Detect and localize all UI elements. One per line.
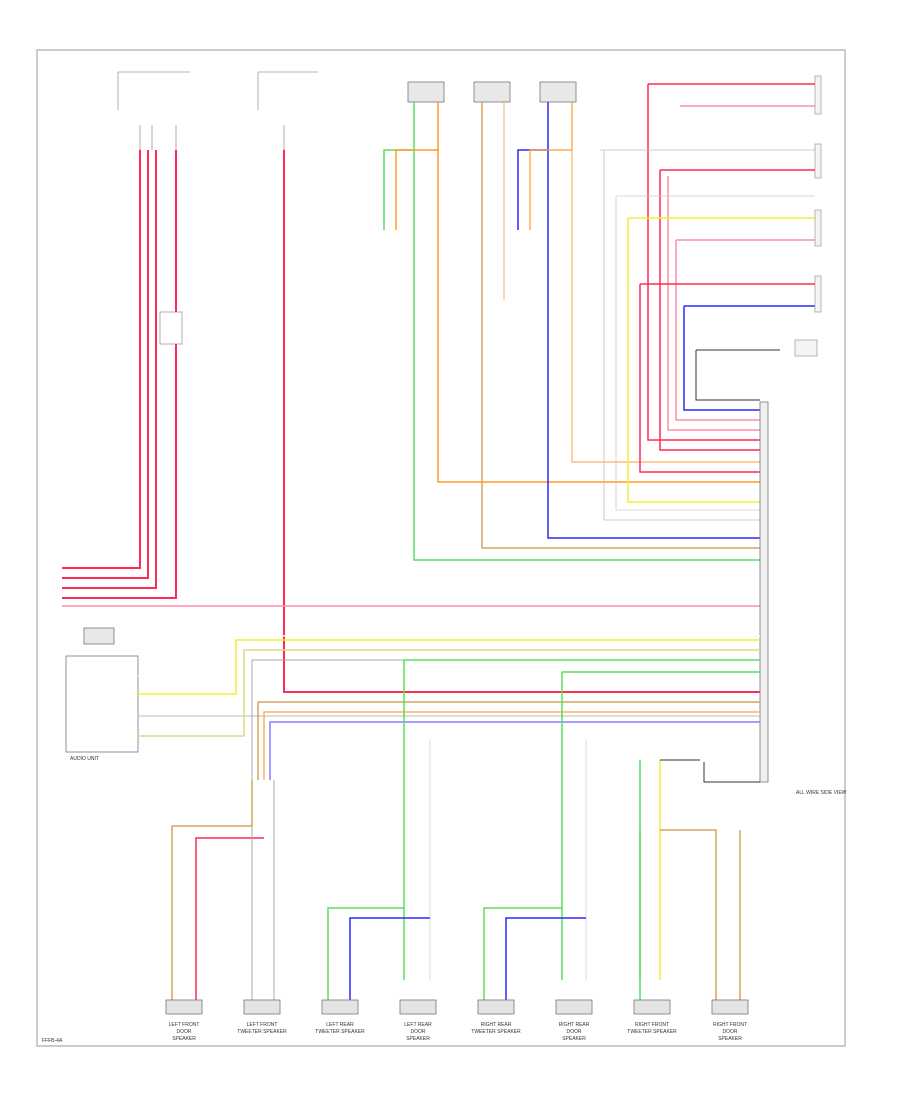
speaker-icon xyxy=(243,999,281,1015)
speaker-label: DOOR xyxy=(411,1029,426,1035)
blue-wire-b xyxy=(547,150,760,539)
orange-wire-c xyxy=(529,102,573,230)
speaker-label: DOOR xyxy=(723,1029,738,1035)
fuse-block-left xyxy=(117,71,318,345)
right-side-wires xyxy=(600,83,815,521)
speaker-icon xyxy=(477,999,515,1015)
radio-label: AUDIO UNIT xyxy=(70,756,99,762)
speaker-icon xyxy=(321,999,359,1015)
speaker-label: RIGHT FRONT xyxy=(713,1022,747,1028)
speaker-icon xyxy=(399,999,437,1015)
speaker-label: LEFT FRONT xyxy=(247,1022,278,1028)
right-connectors xyxy=(794,75,822,357)
blue-wire-a xyxy=(517,102,549,230)
speaker-label: SPEAKER xyxy=(172,1036,196,1042)
side-note: ALL WIRE SIDE VIEW xyxy=(796,790,847,796)
footer-code: FFFB-4A xyxy=(42,1038,63,1044)
audio-unit-connector xyxy=(759,401,769,783)
speaker-label: SPEAKER xyxy=(406,1036,430,1042)
green-wire-b xyxy=(413,150,760,561)
speaker-label: DOOR xyxy=(567,1029,582,1035)
orange-wire-a xyxy=(395,102,439,230)
speaker-icon xyxy=(633,999,671,1015)
orange-wire-d xyxy=(571,150,760,463)
speaker-icon xyxy=(165,999,203,1015)
speaker-label: RIGHT REAR xyxy=(481,1022,512,1028)
speaker-label: LEFT REAR xyxy=(326,1022,354,1028)
speaker-label: LEFT FRONT xyxy=(169,1022,200,1028)
speaker-label: RIGHT FRONT xyxy=(635,1022,669,1028)
speaker-icon xyxy=(555,999,593,1015)
orange-wire-b xyxy=(437,150,760,483)
speaker-label: DOOR xyxy=(177,1029,192,1035)
speaker-label: TWEETER SPEAKER xyxy=(315,1029,365,1035)
speaker-label: TWEETER SPEAKER xyxy=(627,1029,677,1035)
green-wire-a xyxy=(383,102,415,230)
radio-block xyxy=(65,627,139,753)
speaker-label: RIGHT REAR xyxy=(559,1022,590,1028)
top-speaker-1 xyxy=(407,81,577,103)
power-wires-left xyxy=(62,150,760,693)
bottom-speaker-leads xyxy=(171,780,741,1000)
diagram-frame xyxy=(36,49,846,1047)
speaker-label: SPEAKER xyxy=(562,1036,586,1042)
speaker-label: TWEETER SPEAKER xyxy=(237,1029,287,1035)
lower-center-wires xyxy=(138,635,760,980)
speaker-icon xyxy=(711,999,749,1015)
speaker-label: TWEETER SPEAKER xyxy=(471,1029,521,1035)
speaker-label: SPEAKER xyxy=(718,1036,742,1042)
speaker-label: LEFT REAR xyxy=(404,1022,432,1028)
tan-wire-a xyxy=(481,102,760,549)
